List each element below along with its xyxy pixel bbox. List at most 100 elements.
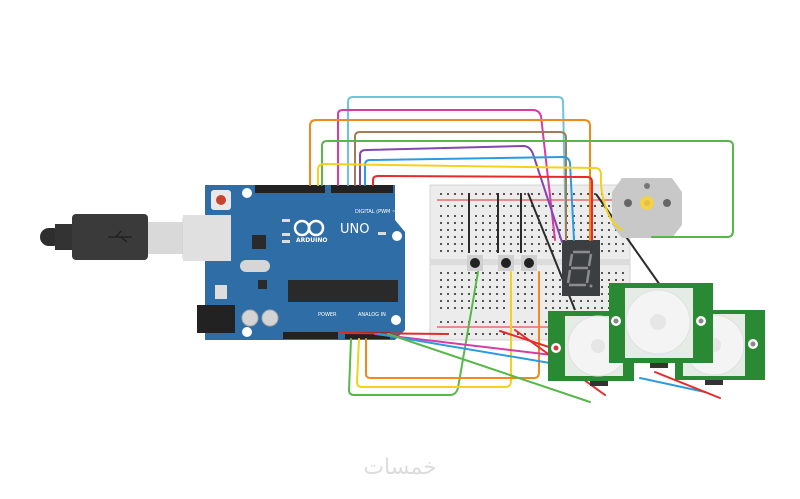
breadboard-hole (489, 286, 491, 288)
breadboard-hole (517, 243, 519, 245)
breadboard-hole (447, 286, 449, 288)
wire-red-top (372, 174, 593, 241)
breadboard-hole (545, 229, 547, 231)
wire-magenta (337, 109, 556, 241)
push-button[interactable] (498, 255, 514, 271)
wire-yellow-bottom (355, 271, 512, 388)
breadboard-hole (447, 243, 449, 245)
breadboard-hole (440, 293, 442, 295)
breadboard-hole (552, 205, 554, 207)
breadboard-hole (475, 333, 477, 335)
breadboard-hole (517, 300, 519, 302)
breadboard-hole (545, 286, 547, 288)
breadboard-hole (510, 215, 512, 217)
breadboard-hole (482, 293, 484, 295)
breadboard-hole (454, 286, 456, 288)
breadboard-hole (517, 215, 519, 217)
breadboard-hole (566, 307, 568, 309)
breadboard-hole (440, 279, 442, 281)
breadboard-hole (559, 307, 561, 309)
push-button[interactable] (467, 255, 483, 271)
breadboard-hole (475, 300, 477, 302)
breadboard-hole (468, 307, 470, 309)
breadboard-hole (531, 321, 533, 323)
pir-sensor[interactable] (609, 283, 713, 368)
breadboard-hole (580, 229, 582, 231)
breadboard-hole (454, 229, 456, 231)
breadboard-hole (503, 229, 505, 231)
breadboard-hole (594, 193, 596, 195)
breadboard-hole (461, 236, 463, 238)
breadboard-hole (524, 193, 526, 195)
wire-cyan (347, 96, 567, 241)
breadboard-hole (461, 250, 463, 252)
breadboard-hole (601, 279, 603, 281)
breadboard-hole (559, 279, 561, 281)
breadboard-hole (587, 205, 589, 207)
breadboard-hole (531, 215, 533, 217)
breadboard-hole (608, 279, 610, 281)
arduino-uno-board[interactable]: DIGITAL (PWM ~) ARDUINO UNO POWER ANALOG… (183, 185, 405, 340)
breadboard-hole (468, 300, 470, 302)
breadboard-hole (482, 229, 484, 231)
breadboard-hole (440, 236, 442, 238)
breadboard-hole (496, 272, 498, 274)
breadboard-hole (531, 229, 533, 231)
breadboard-hole (594, 307, 596, 309)
breadboard-hole (475, 243, 477, 245)
breadboard-hole (601, 229, 603, 231)
breadboard-hole (524, 229, 526, 231)
breadboard-hole (461, 272, 463, 274)
power-jack (197, 305, 235, 333)
breadboard-hole (475, 215, 477, 217)
wires (309, 96, 734, 403)
breadboard-hole (489, 307, 491, 309)
breadboard-hole (552, 293, 554, 295)
breadboard-hole (461, 243, 463, 245)
breadboard-hole (545, 279, 547, 281)
breadboard-hole (524, 300, 526, 302)
breadboard-hole (552, 243, 554, 245)
breadboard-hole (489, 222, 491, 224)
breadboard-hole (440, 215, 442, 217)
breadboard-hole (503, 236, 505, 238)
breadboard-hole (503, 321, 505, 323)
breadboard-hole (503, 293, 505, 295)
breadboard-hole (440, 205, 442, 207)
breadboard-hole (489, 193, 491, 195)
breadboard-hole (531, 286, 533, 288)
breadboard-hole (594, 222, 596, 224)
breadboard-hole (545, 250, 547, 252)
breadboard-hole (531, 293, 533, 295)
breadboard-hole (524, 205, 526, 207)
breadboard-hole (461, 321, 463, 323)
dc-motor[interactable] (612, 178, 682, 238)
breadboard-hole (447, 205, 449, 207)
breadboard-hole (510, 250, 512, 252)
breadboard-hole (524, 236, 526, 238)
breadboard-hole (461, 279, 463, 281)
breadboard-hole (447, 193, 449, 195)
breadboard-hole (531, 236, 533, 238)
breadboard-hole (482, 193, 484, 195)
push-button[interactable] (521, 255, 537, 271)
breadboard-hole (461, 293, 463, 295)
breadboard-hole (468, 272, 470, 274)
breadboard-hole (587, 229, 589, 231)
breadboard-hole (517, 205, 519, 207)
breadboard-hole (622, 272, 624, 274)
breadboard-hole (573, 215, 575, 217)
breadboard-hole (454, 307, 456, 309)
breadboard-hole (552, 279, 554, 281)
breadboard-hole (447, 307, 449, 309)
breadboard-hole (531, 307, 533, 309)
breadboard-hole (475, 222, 477, 224)
breadboard-hole (559, 222, 561, 224)
breadboard-hole (440, 300, 442, 302)
breadboard-hole (601, 286, 603, 288)
breadboard-hole (475, 236, 477, 238)
breadboard-hole (524, 286, 526, 288)
breadboard-hole (503, 333, 505, 335)
breadboard-hole (615, 243, 617, 245)
breadboard-hole (524, 222, 526, 224)
